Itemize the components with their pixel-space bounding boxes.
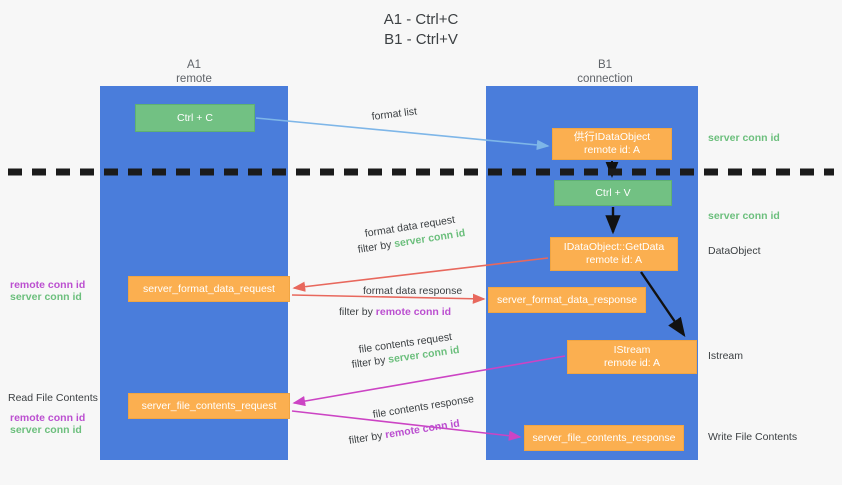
filter-prefix: filter by bbox=[348, 429, 387, 447]
box-server-file-contents-request-label: server_file_contents_request bbox=[141, 399, 277, 412]
box-ctrl-c[interactable]: Ctrl + C bbox=[135, 104, 255, 132]
annotation-server-conn-id-2: server conn id bbox=[10, 424, 82, 436]
box-istream[interactable]: IStream remote id: A bbox=[567, 340, 697, 374]
annotation-server-conn-id-1: server conn id bbox=[10, 291, 82, 303]
lane-b1-name: B1 bbox=[597, 59, 613, 71]
lane-header-a1: A1 remote bbox=[134, 58, 254, 86]
box-ctrl-v-label: Ctrl + V bbox=[595, 186, 631, 199]
box-server-file-contents-request[interactable]: server_file_contents_request bbox=[128, 393, 290, 419]
box-idataobject[interactable]: 供行IDataObject remote id: A bbox=[552, 128, 672, 160]
lane-header-b1: B1 connection bbox=[545, 58, 665, 86]
lane-a1-sub: remote bbox=[176, 73, 212, 85]
box-server-format-data-response-label: server_format_data_response bbox=[496, 293, 638, 306]
edge-label-format-list: format list bbox=[371, 105, 418, 123]
box-istream-line2: remote id: A bbox=[603, 357, 661, 369]
page-title: A1 - Ctrl+C B1 - Ctrl+V bbox=[0, 10, 842, 50]
box-istream-line1: IStream bbox=[613, 344, 651, 356]
box-ctrl-v[interactable]: Ctrl + V bbox=[554, 180, 672, 206]
edge-label-format-data-response: format data response bbox=[363, 285, 463, 297]
title-line-2: B1 - Ctrl+V bbox=[384, 31, 458, 48]
box-server-format-data-request-label: server_format_data_request bbox=[143, 282, 275, 295]
box-server-file-contents-response[interactable]: server_file_contents_response bbox=[524, 425, 684, 451]
annotation-read-file-contents: Read File Contents bbox=[8, 392, 98, 404]
edge-label-file-contents-response-filter: filter by remote conn id bbox=[348, 417, 461, 447]
box-getdata-line1: IDataObject::GetData bbox=[563, 241, 665, 253]
edge-label-format-data-response-filter: filter by remote conn id bbox=[339, 306, 451, 319]
annotation-server-conn-id-mid: server conn id bbox=[708, 210, 780, 222]
edge-label-file-contents-response: file contents response bbox=[372, 393, 475, 421]
box-server-format-data-response[interactable]: server_format_data_response bbox=[488, 287, 646, 313]
annotation-data-object: DataObject bbox=[708, 245, 761, 257]
box-idataobject-getdata[interactable]: IDataObject::GetData remote id: A bbox=[550, 237, 678, 271]
annotation-write-file-contents: Write File Contents bbox=[708, 431, 798, 443]
filter-prefix: filter by bbox=[339, 306, 376, 318]
box-server-format-data-request[interactable]: server_format_data_request bbox=[128, 276, 290, 302]
box-idataobject-line1: 供行IDataObject bbox=[573, 131, 651, 143]
annotation-server-conn-id-top: server conn id bbox=[708, 132, 780, 144]
filter-prefix: filter by bbox=[351, 353, 390, 371]
annotation-remote-conn-id-2: remote conn id bbox=[10, 412, 86, 424]
lane-a1-name: A1 bbox=[186, 59, 202, 71]
filter-prefix: filter by bbox=[357, 238, 396, 256]
box-ctrl-c-label: Ctrl + C bbox=[177, 111, 213, 124]
box-server-file-contents-response-label: server_file_contents_response bbox=[532, 431, 676, 444]
box-getdata-line2: remote id: A bbox=[585, 254, 643, 266]
filter-value-remote-conn-id: remote conn id bbox=[384, 417, 461, 442]
annotation-remote-conn-id-1: remote conn id bbox=[10, 279, 86, 291]
lane-b1-sub: connection bbox=[577, 73, 633, 85]
title-line-1: A1 - Ctrl+C bbox=[383, 11, 459, 28]
filter-value-remote-conn-id: remote conn id bbox=[375, 306, 452, 318]
box-idataobject-line2: remote id: A bbox=[583, 144, 641, 156]
annotation-istream: Istream bbox=[708, 350, 744, 362]
